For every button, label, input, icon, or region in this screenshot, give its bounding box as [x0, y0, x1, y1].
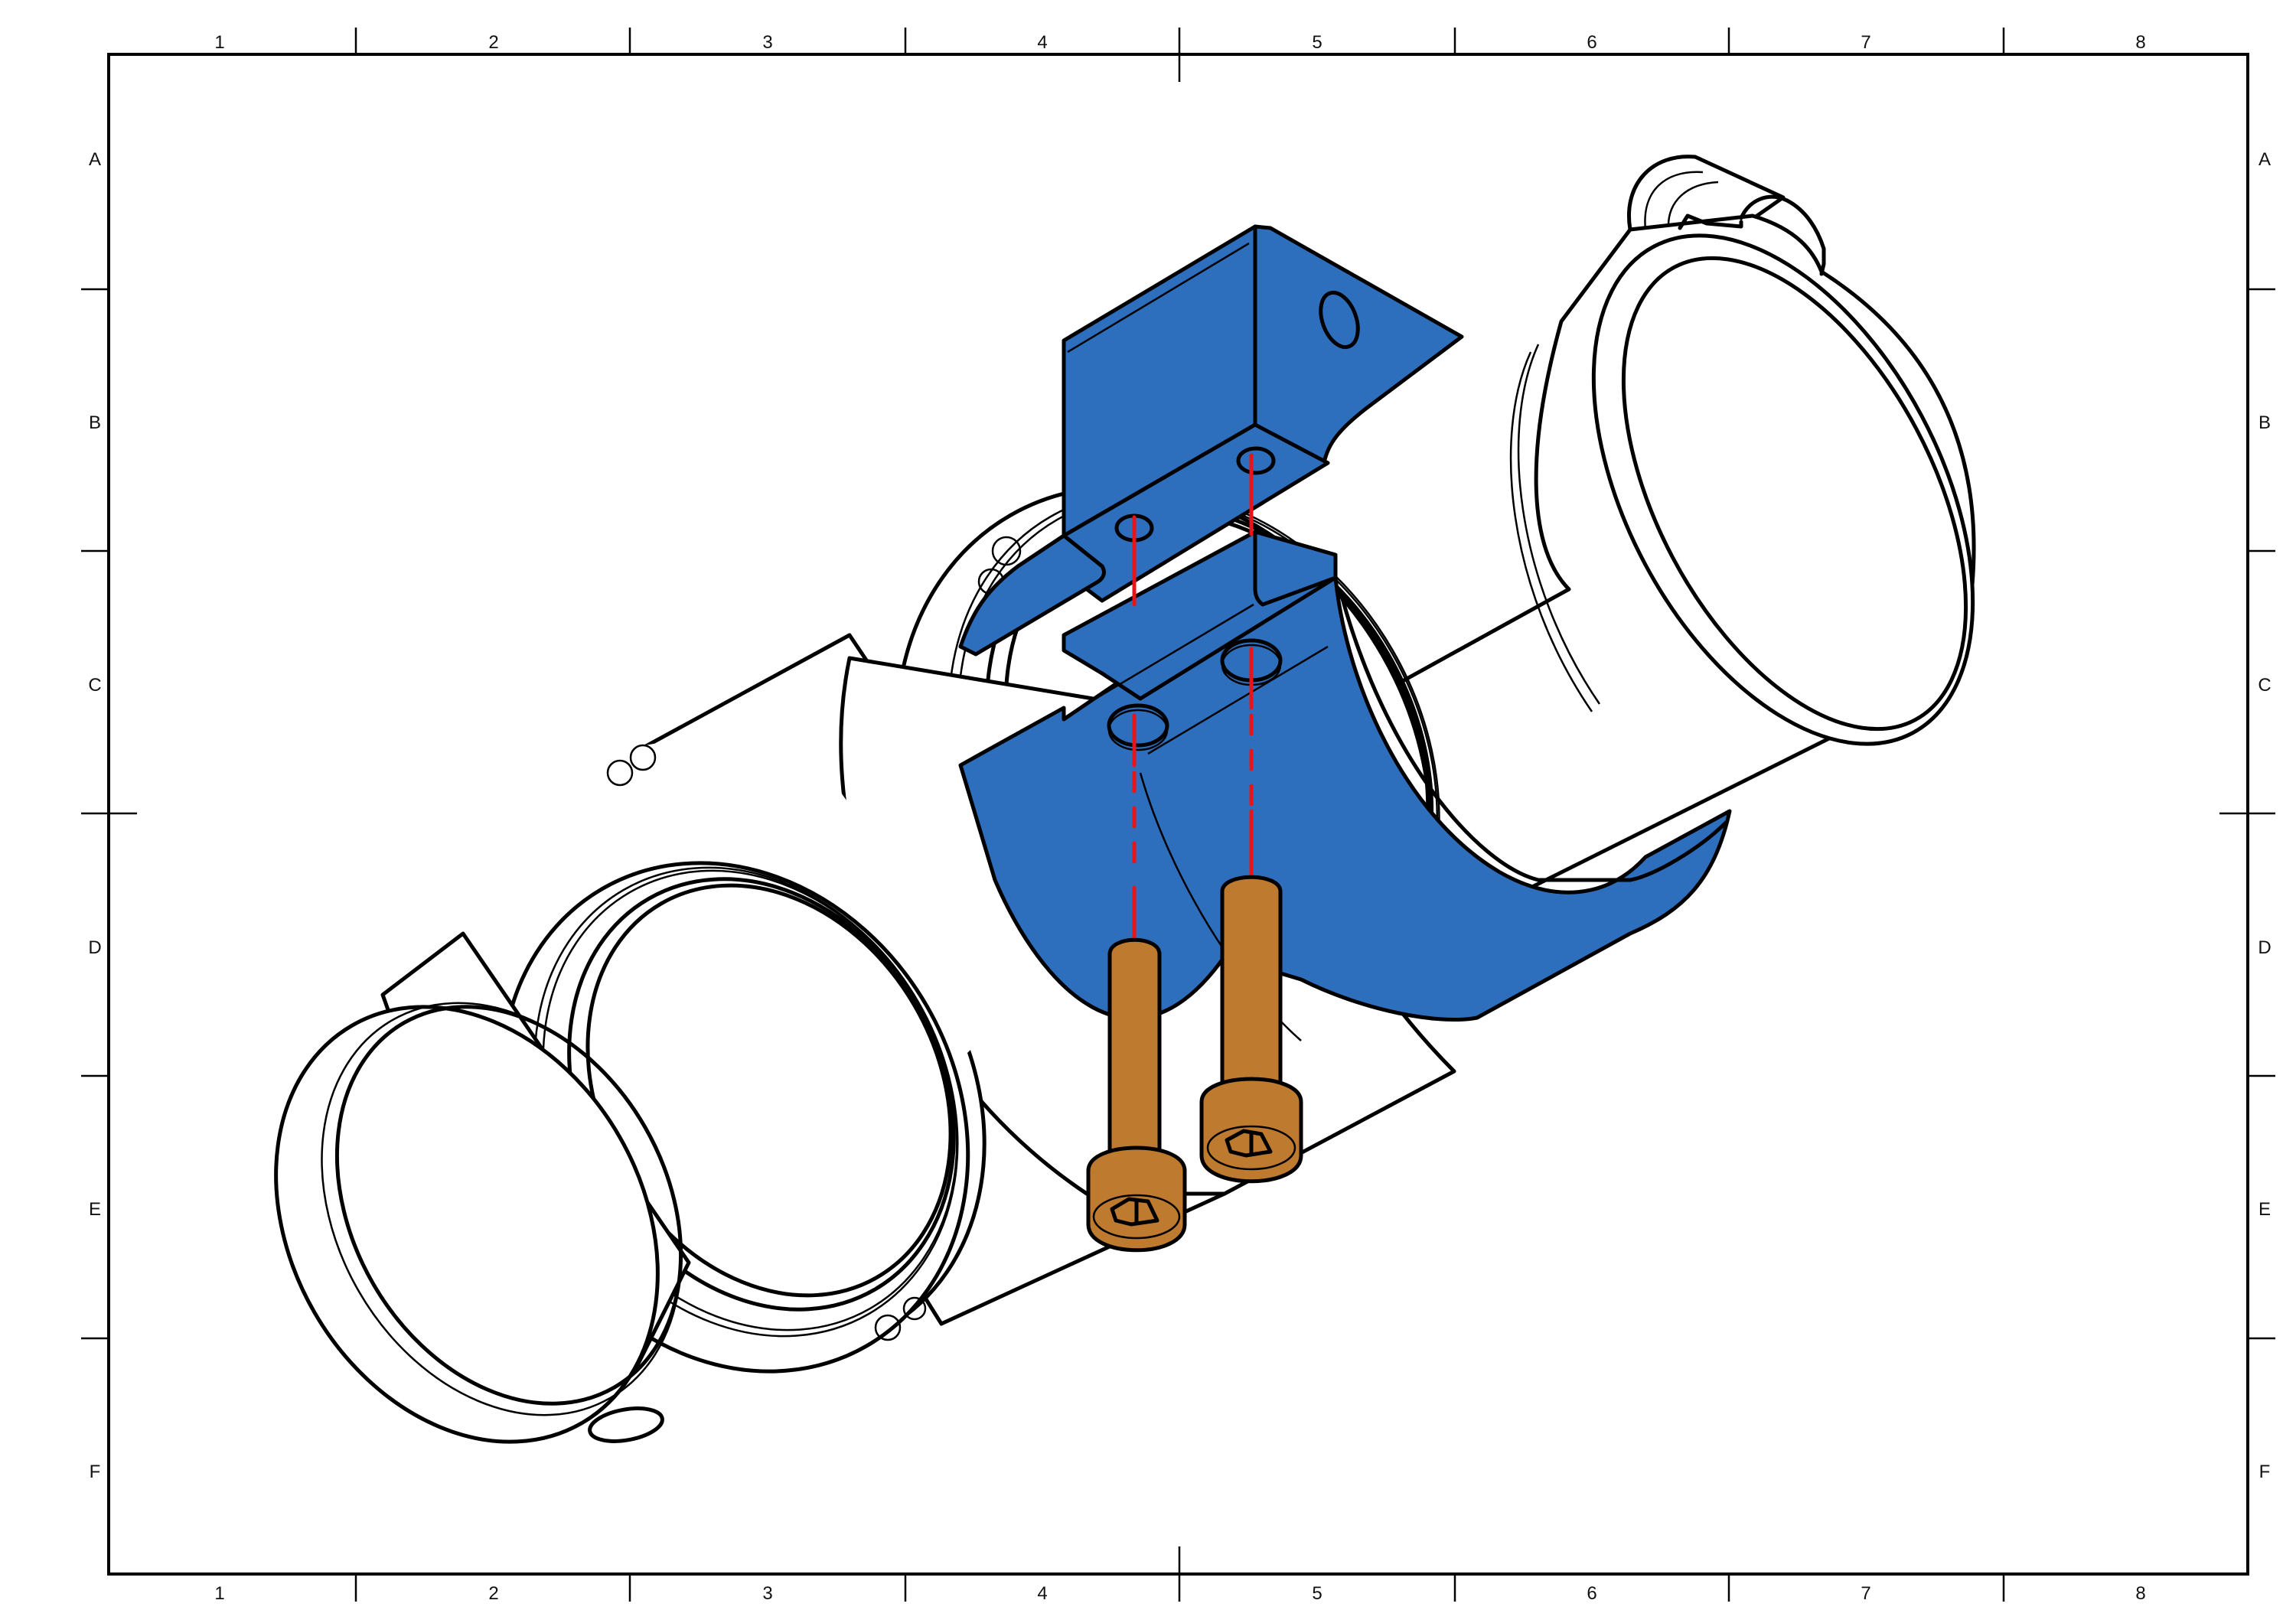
upper-clamp: [958, 224, 1464, 657]
zone-col-7-top: 7: [1861, 32, 1870, 53]
zone-col-1-bottom: 1: [214, 1583, 224, 1604]
zone-row-f-right: F: [2259, 1462, 2271, 1482]
zone-col-5-top: 5: [1312, 32, 1322, 53]
zone-row-e-right: E: [2258, 1199, 2271, 1220]
zone-col-4-top: 4: [1037, 32, 1047, 53]
zone-col-1-top: 1: [214, 32, 224, 53]
zone-col-6-top: 6: [1587, 32, 1596, 53]
housing: [763, 155, 1976, 1081]
zone-row-b-left: B: [89, 412, 101, 433]
zone-col-8-bottom: 8: [2135, 1583, 2145, 1604]
screw-1: [1086, 937, 1187, 1253]
zone-col-5-bottom: 5: [1312, 1583, 1322, 1604]
zone-row-c-left: C: [88, 675, 101, 696]
zone-col-8-top: 8: [2135, 32, 2145, 53]
zone-col-2-top: 2: [488, 32, 498, 53]
assembly-guides: [1132, 453, 1254, 943]
zone-row-d-right: D: [2258, 937, 2271, 958]
zone-row-e-left: E: [89, 1199, 101, 1220]
zone-col-7-bottom: 7: [1861, 1583, 1870, 1604]
zone-row-a-right: A: [2258, 149, 2271, 170]
zone-col-4-bottom: 4: [1037, 1583, 1047, 1604]
zone-col-3-bottom: 3: [762, 1583, 772, 1604]
zone-col-6-bottom: 6: [1587, 1583, 1596, 1604]
zone-col-2-bottom: 2: [488, 1583, 498, 1604]
left-bearing-outer: [274, 931, 691, 1444]
zone-row-d-left: D: [88, 937, 101, 958]
drawing-frame: 1 2 3 4 5 6 7 8 1 2 3 4 5 6 7 8 A B C D …: [81, 28, 2275, 1604]
zone-row-f-left: F: [90, 1462, 101, 1482]
screw-2: [1199, 875, 1303, 1184]
zone-row-b-right: B: [2258, 412, 2271, 433]
zone-row-c-right: C: [2258, 675, 2271, 696]
zone-row-a-left: A: [89, 149, 101, 170]
zone-col-3-top: 3: [762, 32, 772, 53]
